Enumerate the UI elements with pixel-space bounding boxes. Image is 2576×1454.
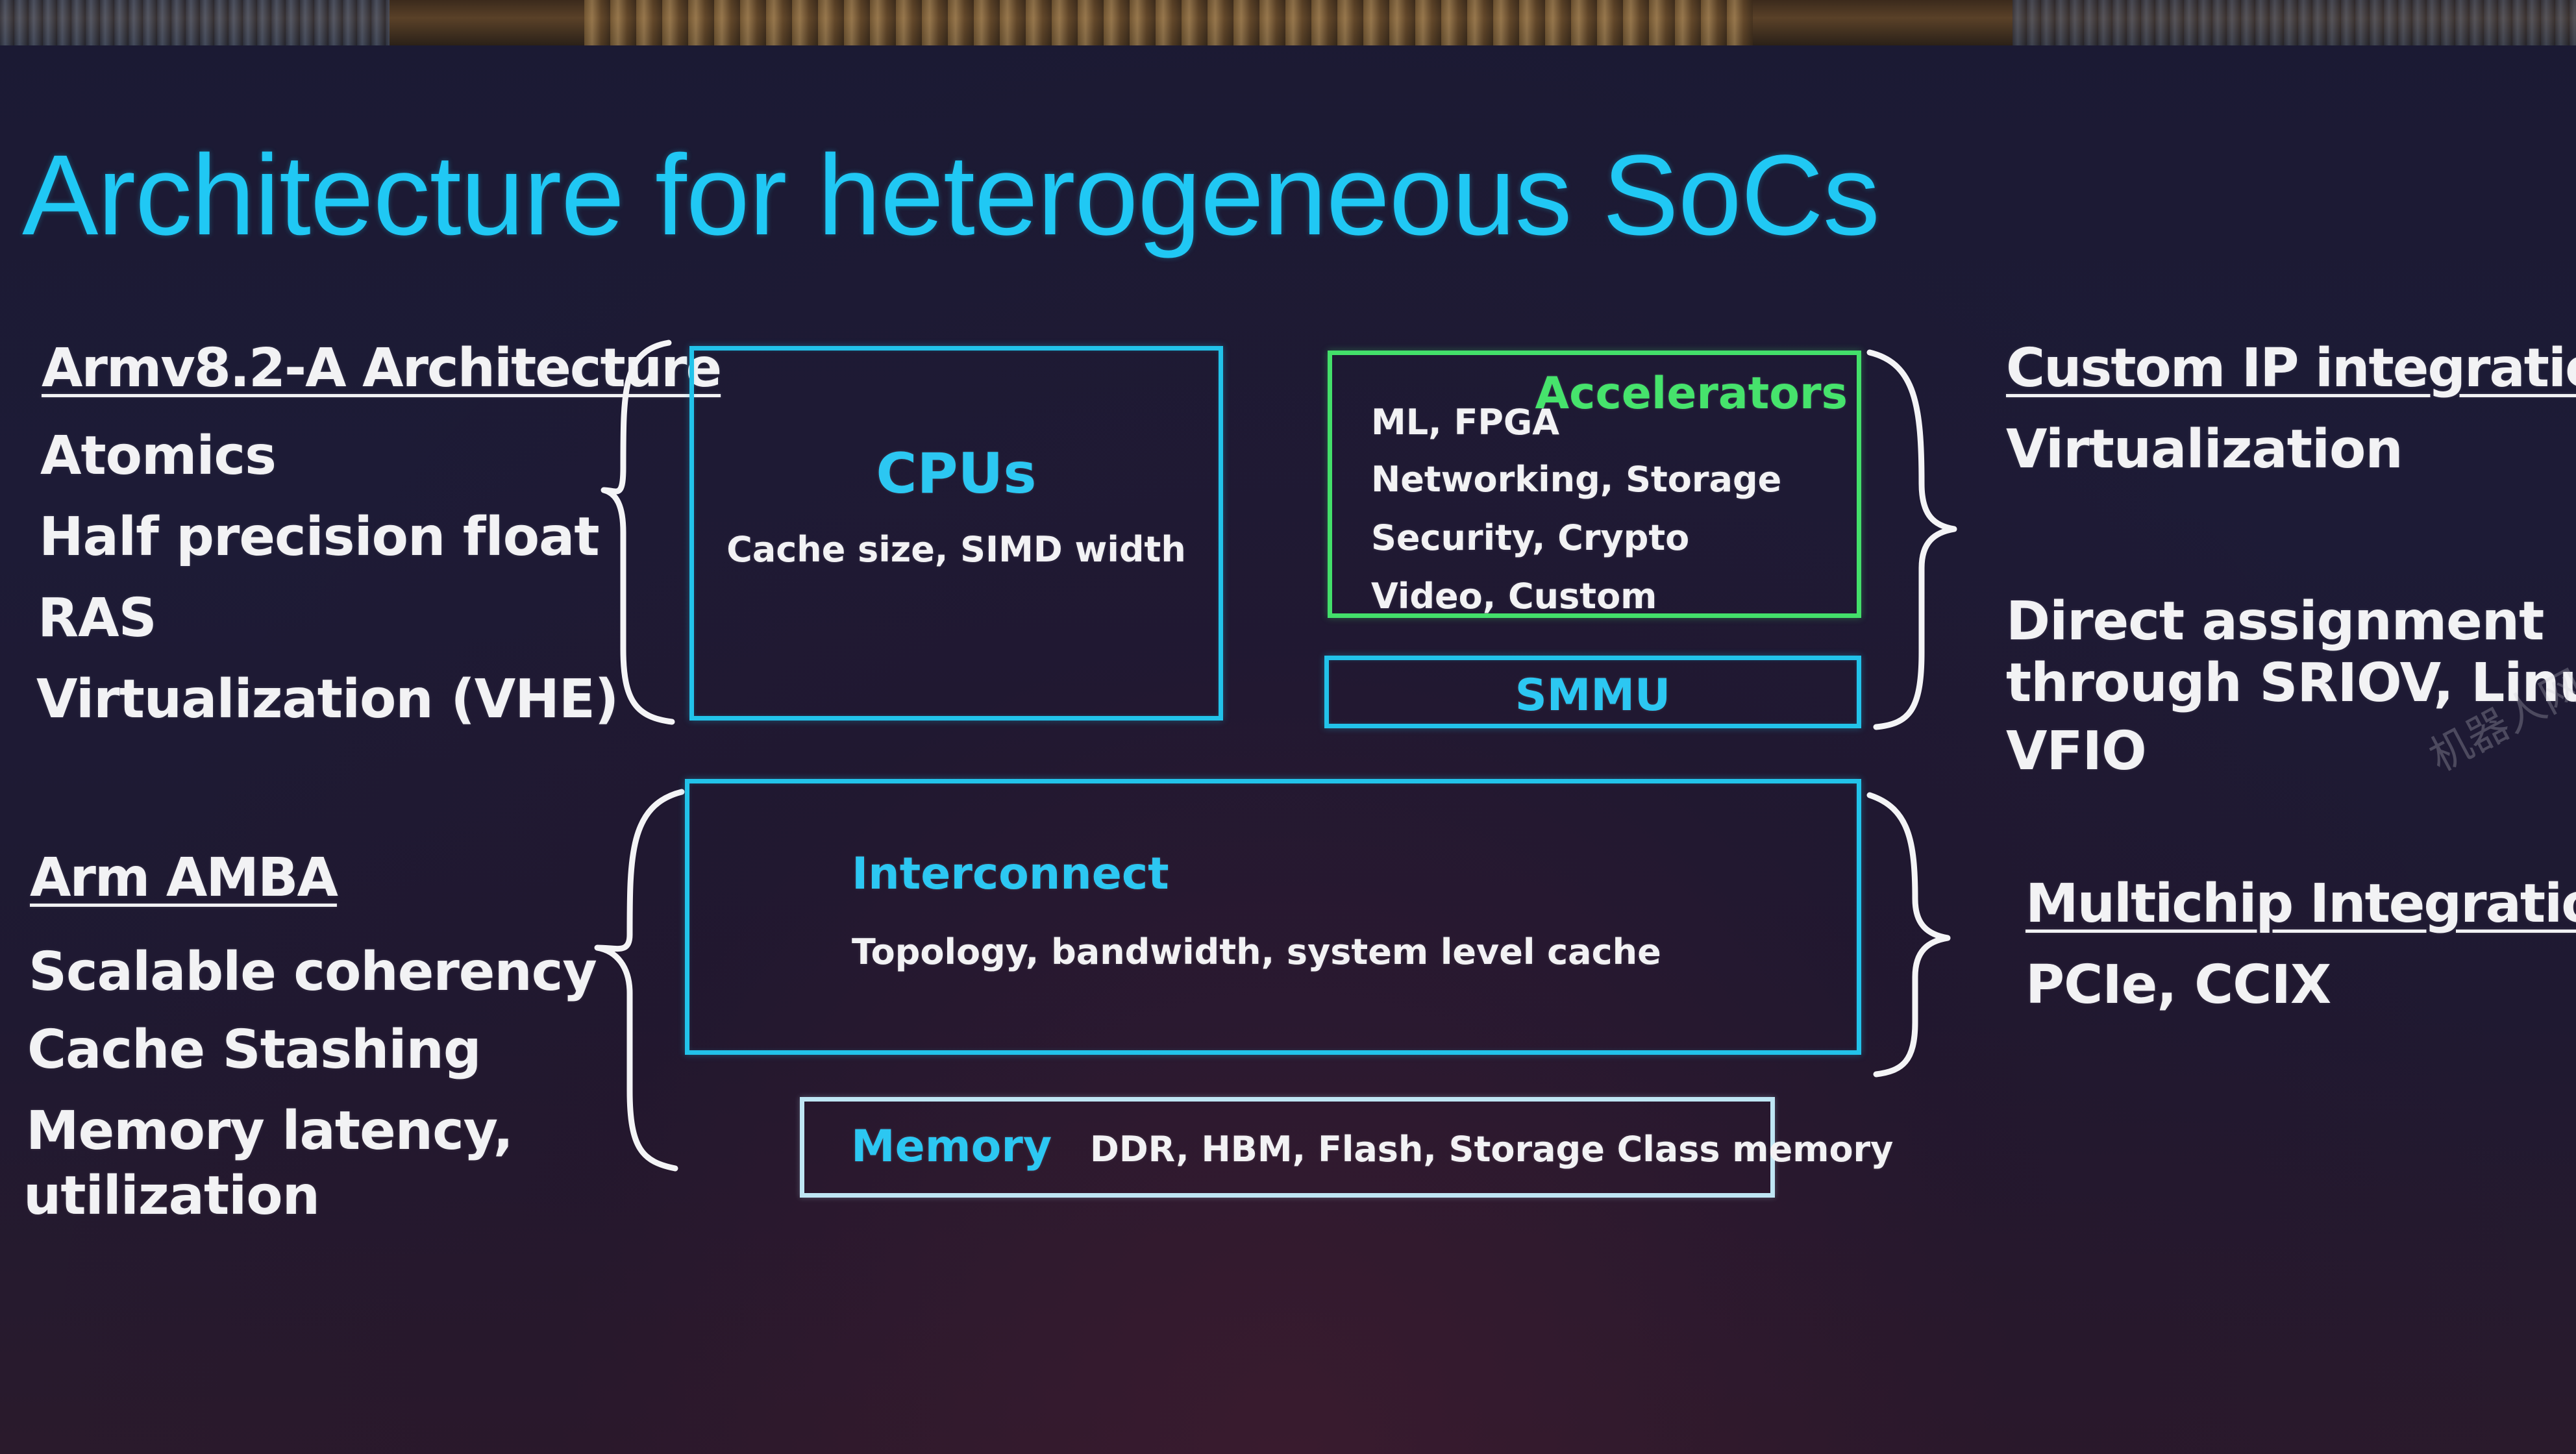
- right-top-extra: Direct assignment: [2006, 591, 2544, 652]
- left-top-brace: [601, 339, 675, 725]
- interconnect-title: Interconnect: [852, 848, 1169, 900]
- amba-heading: Arm AMBA: [30, 847, 338, 909]
- interconnect-box: Interconnect Topology, bandwidth, system…: [685, 779, 1861, 1055]
- memory-subtitle: DDR, HBM, Flash, Storage Class memory: [1090, 1129, 1894, 1170]
- slide-title: Architecture for heterogeneous SoCs: [22, 132, 1880, 259]
- left-bottom-item: Cache Stashing: [27, 1019, 482, 1081]
- accelerators-title: Accelerators: [1535, 368, 1848, 419]
- right-top-brace: [1866, 349, 1957, 730]
- right-top-extra: through SRIOV, Linux: [2006, 652, 2576, 714]
- smmu-title: SMMU: [1515, 670, 1671, 721]
- left-top-item: RAS: [38, 587, 157, 649]
- accelerator-item: Networking, Storage: [1371, 459, 1782, 500]
- stage-ceiling-decoration: [0, 0, 2576, 45]
- accelerator-item: ML, FPGA: [1371, 402, 1560, 443]
- cpus-title: CPUs: [876, 441, 1037, 506]
- ceiling-lights-left: [0, 0, 390, 45]
- multichip-heading: Multichip Integration: [2025, 873, 2576, 935]
- cpus-subtitle: Cache size, SIMD width: [726, 529, 1186, 570]
- armv8-heading: Armv8.2-A Architecture: [42, 338, 722, 399]
- ceiling-ornament: [584, 0, 1753, 45]
- left-top-item: Virtualization (VHE): [36, 669, 619, 730]
- left-bottom-item: utilization: [23, 1165, 320, 1227]
- left-top-item: Atomics: [40, 425, 277, 487]
- memory-box: Memory DDR, HBM, Flash, Storage Class me…: [800, 1097, 1893, 1198]
- memory-title: Memory: [851, 1121, 1052, 1172]
- smmu-box: SMMU: [1324, 656, 1861, 728]
- left-bottom-item: Memory latency,: [26, 1100, 514, 1162]
- left-bottom-item: Scalable coherency: [29, 941, 597, 1003]
- accelerators-box: Accelerators ML, FPGA Networking, Storag…: [1328, 351, 1861, 618]
- right-bottom-item: PCIe, CCIX: [2025, 954, 2331, 1016]
- right-top-item: Virtualization: [2006, 419, 2403, 480]
- interconnect-subtitle: Topology, bandwidth, system level cache: [852, 931, 1661, 972]
- left-top-item: Half precision float: [39, 506, 600, 568]
- accelerator-item: Video, Custom: [1371, 576, 1657, 617]
- custom-ip-heading: Custom IP integration: [2006, 338, 2576, 399]
- right-bottom-brace: [1866, 792, 1951, 1078]
- left-bottom-brace: [594, 789, 685, 1172]
- right-top-extra: VFIO: [2006, 721, 2147, 782]
- ceiling-lights-right: [2012, 0, 2576, 45]
- accelerator-item: Security, Crypto: [1371, 517, 1690, 558]
- cpus-box: CPUs Cache size, SIMD width: [689, 346, 1223, 721]
